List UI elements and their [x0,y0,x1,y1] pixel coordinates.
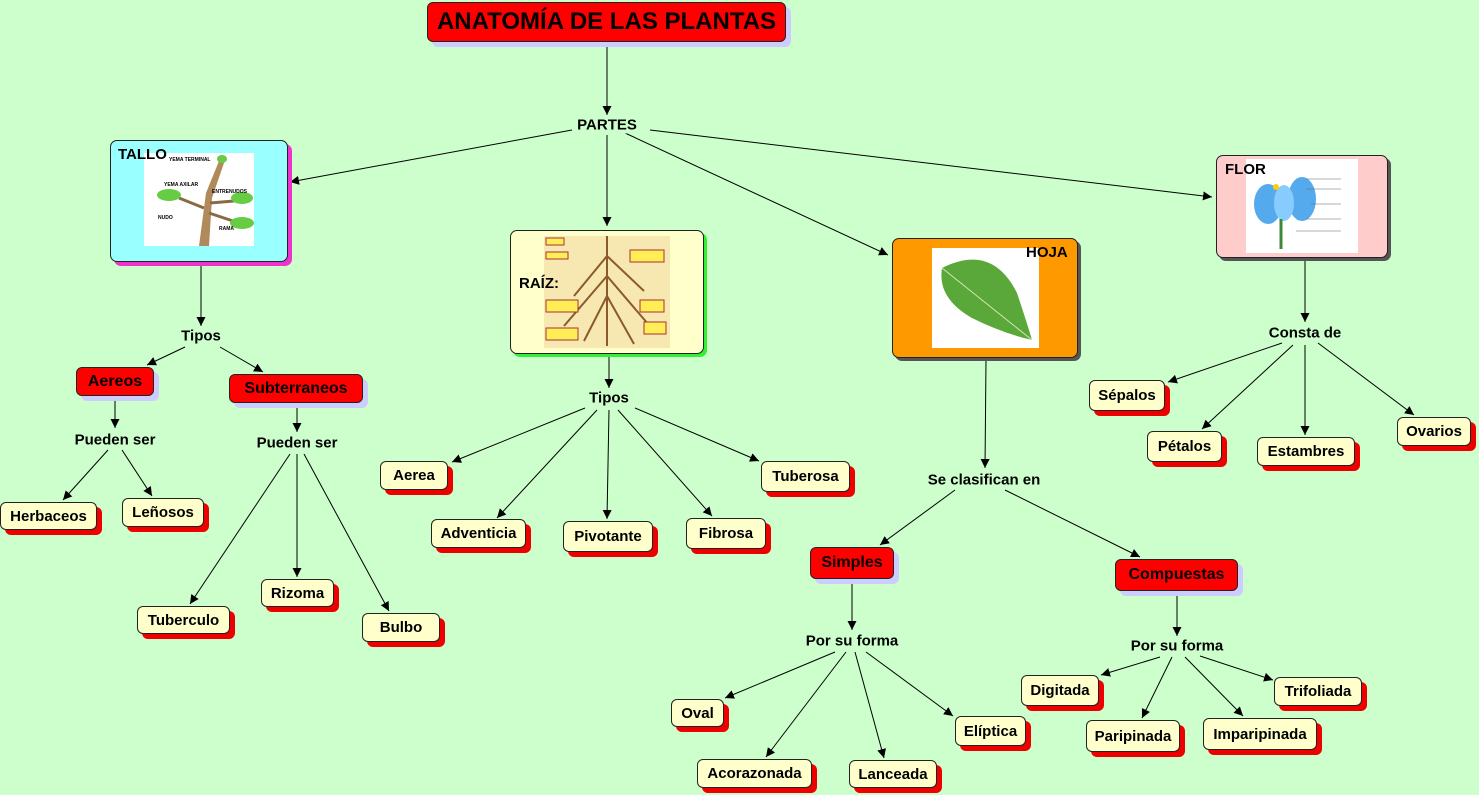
connector-arrow [617,409,713,517]
tallo-label: TALLO [118,146,167,163]
connector-arrow [724,651,836,699]
flor-label: FLOR [1225,161,1266,178]
se-clasifican-label: Se clasifican en [925,471,1043,489]
leaf-illustration [932,248,1039,348]
svg-text:YEMA AXILAR: YEMA AXILAR [164,182,198,188]
adventicia-node[interactable]: Adventicia [431,519,526,548]
subterraneos-node[interactable]: Subterraneos [229,374,363,403]
connector-arrow [602,409,612,520]
ovarios-node[interactable]: Ovarios [1397,417,1471,446]
raiz-node[interactable]: RAÍZ: [510,230,704,354]
connector-arrow [289,129,573,185]
rizoma-node[interactable]: Rizoma [261,579,334,607]
connector-arrow [189,453,291,605]
connector-arrow [1199,655,1274,682]
connector-arrow [879,489,956,546]
connector-arrow [303,453,390,612]
paripinada-node[interactable]: Paripinada [1086,720,1180,752]
acorazonada-node[interactable]: Acorazonada [697,759,812,788]
flor-node[interactable]: FLOR [1216,155,1388,258]
svg-text:RAMA: RAMA [219,226,234,232]
partes-label: PARTES [575,116,639,134]
pivotante-node[interactable]: Pivotante [563,521,653,552]
digitada-node[interactable]: Digitada [1021,675,1099,706]
trifoliada-node[interactable]: Trifoliada [1274,677,1362,706]
lenosos-node[interactable]: Leñosos [122,498,204,527]
lanceada-node[interactable]: Lanceada [849,760,937,788]
aereos-node[interactable]: Aereos [76,367,154,396]
tuberculo-node[interactable]: Tuberculo [137,606,230,634]
connector-arrow [649,129,1213,201]
raiz-label: RAÍZ: [519,275,559,292]
por-su-forma-label: Por su forma [803,632,901,650]
hoja-label: HOJA [1026,244,1068,261]
connector-arrow [146,346,186,366]
svg-text:YEMA TERMINAL: YEMA TERMINAL [169,157,210,163]
bulbo-node[interactable]: Bulbo [362,613,440,642]
connector-arrow [496,409,598,519]
estambres-node[interactable]: Estambres [1257,437,1355,466]
petalos-node[interactable]: Pétalos [1147,431,1222,462]
connector-arrow [1141,656,1173,719]
imparipinada-node[interactable]: Imparipinada [1203,718,1317,750]
eliptica-node[interactable]: Elíptica [955,716,1026,746]
connector-arrow [624,132,889,256]
connector-arrow [1184,656,1244,717]
tuberosa-node[interactable]: Tuberosa [761,461,850,492]
connector-arrow [865,651,954,717]
connector-arrow [219,346,264,373]
connector-arrow [980,359,990,469]
herbaceos-node[interactable]: Herbaceos [0,502,97,530]
connector-arrow [1004,489,1141,558]
pueden-ser-label: Pueden ser [72,431,158,449]
connector-arrow [121,449,153,497]
consta-de-label: Consta de [1266,324,1344,342]
por-su-forma-label: Por su forma [1128,637,1226,655]
hoja-node[interactable]: HOJA [892,238,1078,358]
stem-illustration: YEMA TERMINAL YEMA AXILAR ENTRENUDOS NUDO RA… [144,153,254,246]
connector-arrow [854,651,886,759]
connector-arrow [62,449,109,501]
flower-illustration [1246,159,1358,253]
title-node[interactable]: ANATOMÍA DE LAS PLANTAS [427,2,786,42]
connector-arrow [1167,342,1283,384]
fibrosa-node[interactable]: Fibrosa [686,518,766,549]
svg-text:NUDO: NUDO [158,215,173,221]
connector-arrow [1100,656,1161,677]
connector-arrow [765,651,847,758]
oval-node[interactable]: Oval [671,699,724,727]
raiz-tipos-label: Tipos [587,389,631,407]
pueden-ser-label: Pueden ser [254,434,340,452]
connector-arrow [634,407,760,462]
compuestas-node[interactable]: Compuestas [1115,559,1238,591]
connector-arrow [451,407,586,463]
connector-arrow [1201,344,1294,430]
root-illustration [544,236,670,348]
sepalos-node[interactable]: Sépalos [1089,380,1165,411]
tallo-node[interactable]: YEMA TERMINAL YEMA AXILAR ENTRENUDOS NUDO RA… [110,140,288,262]
tallo-tipos-label: Tipos [179,327,223,345]
connector-arrow [1317,342,1415,416]
simples-node[interactable]: Simples [810,547,894,579]
aerea-node[interactable]: Aerea [380,461,448,490]
svg-text:ENTRENUDOS: ENTRENUDOS [212,189,248,195]
